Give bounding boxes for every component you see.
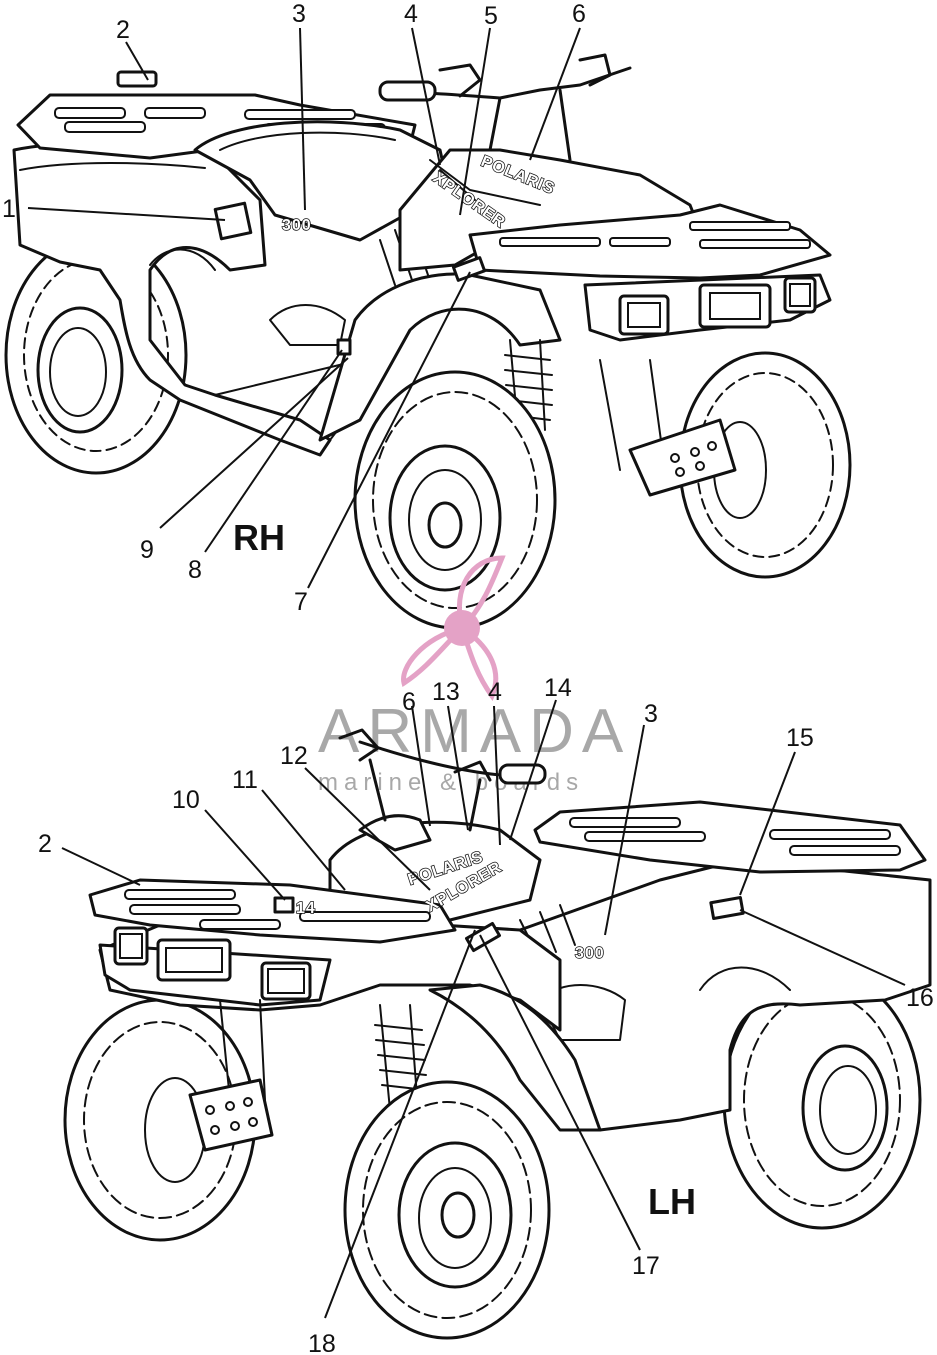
lh-rear-rack bbox=[533, 800, 927, 874]
lh-front-suspension bbox=[188, 999, 427, 1152]
rh-leader-lines bbox=[27, 27, 581, 589]
lh-callout-4: 4 bbox=[488, 678, 502, 706]
rh-decal-7 bbox=[451, 256, 487, 282]
rh-front-wheel bbox=[353, 370, 557, 630]
rh-callout-9: 9 bbox=[140, 536, 154, 564]
lh-callout-17: 17 bbox=[632, 1252, 660, 1280]
lh-callout-14: 14 bbox=[544, 674, 572, 702]
lh-front-wheel bbox=[343, 1080, 551, 1340]
rh-front-suspension bbox=[504, 339, 737, 497]
lh-rear-wheel bbox=[722, 970, 922, 1230]
lh-tank-number-decal: 14 bbox=[296, 900, 316, 917]
lh-callout-10: 10 bbox=[172, 786, 200, 814]
lh-callout-16: 16 bbox=[906, 984, 934, 1012]
propeller-icon bbox=[401, 555, 506, 701]
rh-callout-3: 3 bbox=[292, 0, 306, 28]
lh-callout-18: 18 bbox=[308, 1330, 336, 1355]
lh-callout-12: 12 bbox=[280, 742, 308, 770]
lh-headlights bbox=[98, 926, 332, 1007]
rh-front-rack bbox=[468, 203, 832, 280]
lh-front-rack bbox=[88, 878, 457, 944]
rh-side-label: RH bbox=[233, 517, 285, 558]
rh-headlights bbox=[583, 273, 832, 342]
rh-callout-4: 4 bbox=[404, 0, 418, 28]
lh-callouts: 2 3 4 6 10 11 12 13 14 15 16 17 18 bbox=[38, 674, 934, 1355]
rh-callout-8: 8 bbox=[188, 556, 202, 584]
lh-callout-15: 15 bbox=[786, 724, 814, 752]
atv-lh-view: 14 POLARIS XPLORER 300 2 3 bbox=[38, 674, 934, 1355]
lh-body bbox=[518, 858, 932, 1132]
rh-callout-2: 2 bbox=[116, 16, 130, 44]
rh-engine-decal: 300 bbox=[282, 217, 312, 234]
lh-callout-11: 11 bbox=[232, 766, 258, 794]
lh-callout-2: 2 bbox=[38, 830, 52, 858]
lh-callout-13: 13 bbox=[432, 678, 460, 706]
rh-decal-2 bbox=[116, 70, 158, 88]
lh-far-front-wheel bbox=[63, 998, 257, 1242]
lh-engine-decal: 300 bbox=[575, 945, 605, 962]
rh-handlebar bbox=[378, 53, 632, 162]
lh-leader-lines bbox=[61, 699, 906, 1319]
lh-callout-6: 6 bbox=[402, 688, 416, 716]
rh-callout-6: 6 bbox=[572, 0, 586, 28]
lh-seat bbox=[328, 814, 542, 922]
atv-rh-view: 300 POLARIS XPLORER 1 2 3 4 5 6 7 bbox=[2, 0, 852, 630]
rh-callout-5: 5 bbox=[484, 2, 498, 30]
lh-decal-16 bbox=[709, 896, 745, 920]
rh-callouts: 1 2 3 4 5 6 7 8 9 bbox=[2, 0, 586, 616]
lh-side-label: LH bbox=[648, 1181, 696, 1222]
rh-callout-1: 1 bbox=[2, 195, 16, 223]
lh-callout-3: 3 bbox=[644, 700, 658, 728]
rh-callout-7: 7 bbox=[294, 588, 308, 616]
rh-decal-1 bbox=[213, 201, 253, 241]
